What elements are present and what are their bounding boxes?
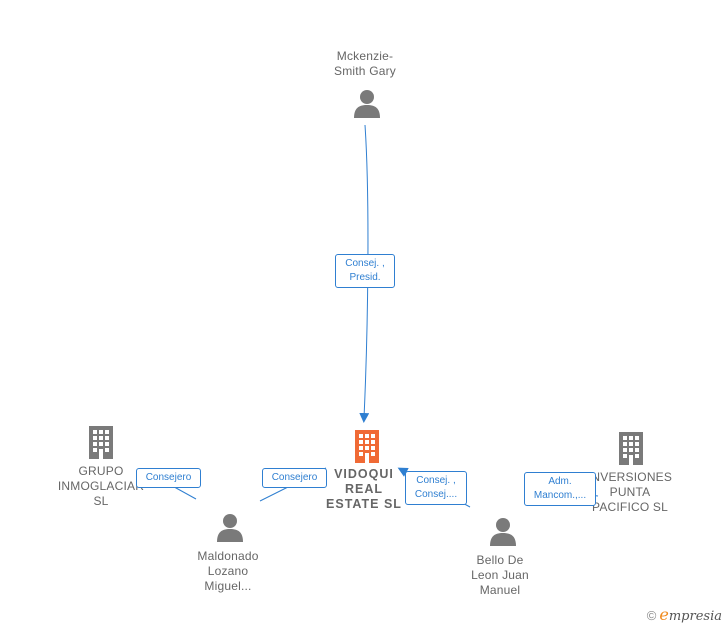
center-company-name: VIDOQUI REAL ESTATE SL <box>326 467 402 511</box>
top-person-name: Mckenzie- Smith Gary <box>333 49 396 78</box>
right-company-name: INVERSIONES PUNTA PACIFICO SL <box>587 470 673 514</box>
brand-text: mpresia <box>668 609 722 624</box>
brand-e: e <box>659 605 669 624</box>
person-icon[interactable] <box>489 517 517 547</box>
edge-label-right-person[interactable]: Consej. , Consej.... <box>405 471 467 505</box>
brand-logo: ©empresia <box>647 605 722 624</box>
building-icon[interactable] <box>85 424 117 460</box>
copyright-icon: © <box>646 608 657 623</box>
left-company-name: GRUPO INMOGLACIAR SL <box>57 464 145 508</box>
edge-label-left-company[interactable]: Consejero <box>136 468 201 488</box>
edge-label-left-person[interactable]: Consejero <box>262 468 327 488</box>
right-person-name: Bello De Leon Juan Manuel <box>471 553 529 597</box>
person-icon[interactable] <box>353 89 381 119</box>
building-icon[interactable] <box>615 430 647 466</box>
building-icon[interactable] <box>351 428 383 464</box>
person-icon[interactable] <box>216 513 244 543</box>
edge-label-right-company[interactable]: Adm. Mancom.,... <box>524 472 596 506</box>
edge-label-top-to-center[interactable]: Consej. , Presid. <box>335 254 395 288</box>
left-person-name: Maldonado Lozano Miguel... <box>197 549 259 593</box>
